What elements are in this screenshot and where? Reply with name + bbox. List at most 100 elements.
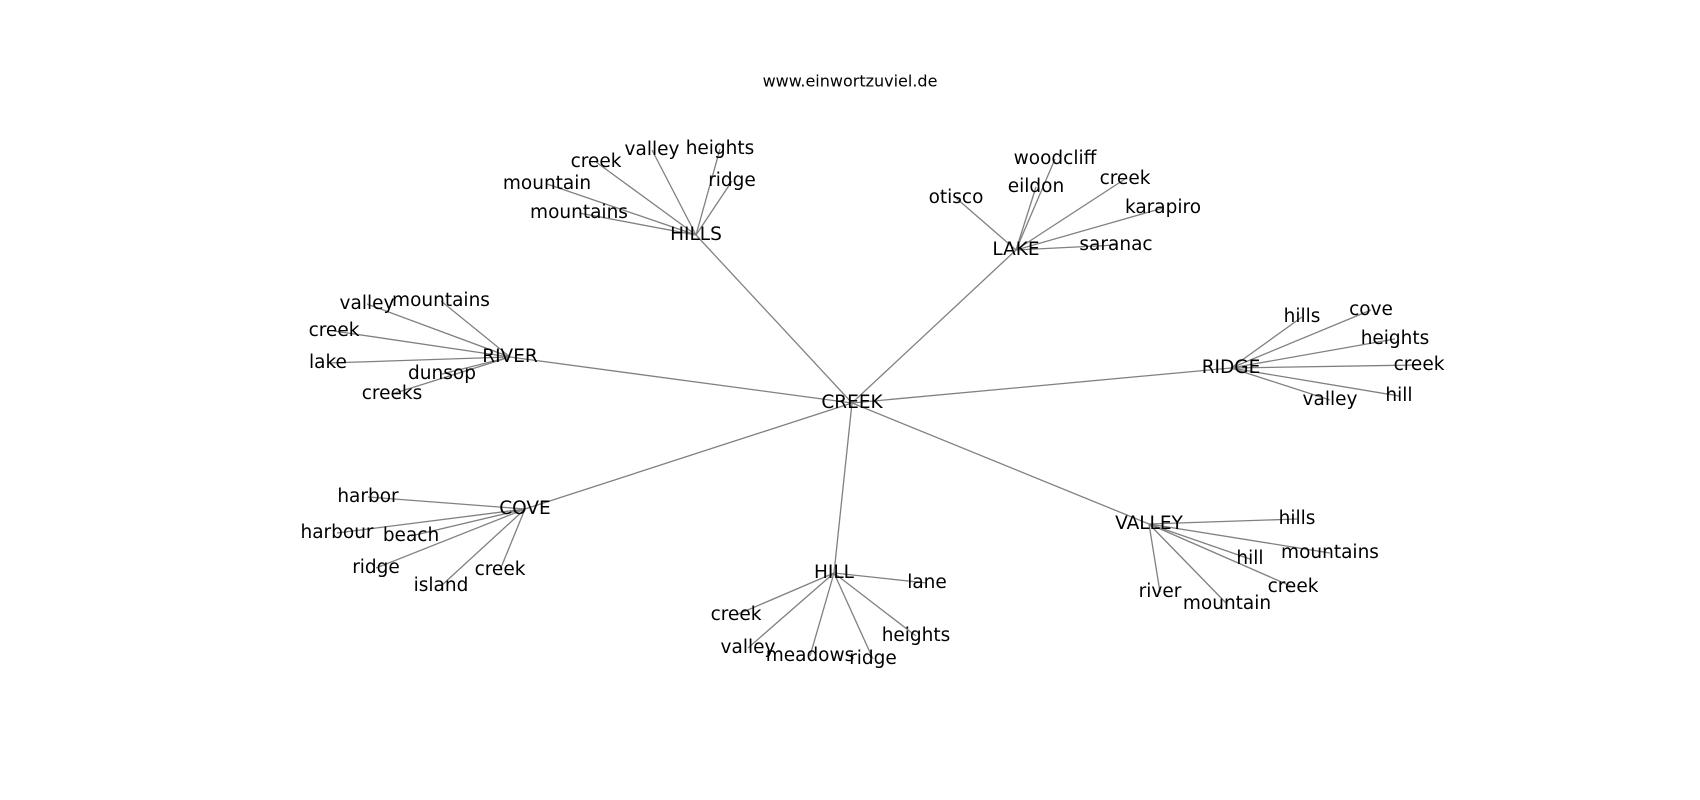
edge-valley-hills xyxy=(1148,518,1298,525)
edge-hills-mountains xyxy=(578,212,697,236)
leaf-node-cove-harbor: harbor xyxy=(337,486,399,507)
edge-hill-valley xyxy=(747,572,835,649)
edge-center-hills xyxy=(695,234,853,404)
leaf-node-hills-mountains: mountains xyxy=(530,202,628,223)
leaf-node-hills-ridge: ridge xyxy=(708,170,756,191)
leaf-node-hill-valley: valley xyxy=(721,637,776,658)
edge-center-ridge xyxy=(851,367,1232,404)
leaf-node-lake-karapiro: karapiro xyxy=(1125,197,1201,218)
leaf-node-hills-creek: creek xyxy=(571,151,622,172)
edge-hills-heights xyxy=(695,148,721,236)
leaf-node-hills-heights: heights xyxy=(686,138,755,159)
edge-valley-mountain xyxy=(1148,523,1228,605)
leaf-node-hill-lane: lane xyxy=(907,572,947,593)
hub-node-ridge: RIDGE xyxy=(1202,357,1261,378)
leaf-node-lake-saranac: saranac xyxy=(1079,234,1152,255)
leaf-node-lake-creek: creek xyxy=(1100,168,1151,189)
leaf-node-lake-woodcliff: woodcliff xyxy=(1014,148,1098,169)
edge-center-river xyxy=(509,356,853,404)
hub-node-hill: HILL xyxy=(814,562,855,583)
edge-lake-woodcliff xyxy=(1015,158,1056,251)
site-watermark: www.einwortzuviel.de xyxy=(763,72,938,91)
leaf-node-lake-otisco: otisco xyxy=(929,187,984,208)
edge-lake-otisco xyxy=(955,197,1017,251)
edge-lake-saranac xyxy=(1015,244,1117,251)
edge-hill-creek xyxy=(735,572,835,616)
edge-ridge-valley xyxy=(1230,367,1331,401)
edge-cove-creek xyxy=(499,508,526,571)
edge-center-lake xyxy=(851,249,1017,404)
edge-center-valley xyxy=(851,402,1150,525)
edge-ridge-hills xyxy=(1230,316,1303,369)
edge-hills-ridge xyxy=(695,180,733,236)
edge-cove-harbour xyxy=(336,508,526,534)
edge-valley-hill xyxy=(1148,523,1251,560)
leaf-node-ridge-creek: creek xyxy=(1394,354,1445,375)
edge-hill-ridge xyxy=(833,572,874,660)
leaf-node-cove-harbour: harbour xyxy=(300,522,373,543)
leaf-node-ridge-valley: valley xyxy=(1303,389,1358,410)
leaf-node-valley-hill: hill xyxy=(1236,548,1263,569)
leaf-node-valley-river: river xyxy=(1139,581,1182,602)
leaf-node-river-mountains: mountains xyxy=(392,290,490,311)
edge-layer xyxy=(327,148,1420,660)
edge-lake-karapiro xyxy=(1015,207,1164,251)
edge-hills-creek xyxy=(595,161,697,236)
leaf-node-valley-creek: creek xyxy=(1268,576,1319,597)
center-node: CREEK xyxy=(821,392,883,413)
edge-river-creek xyxy=(333,330,511,358)
leaf-node-cove-creek: creek xyxy=(475,559,526,580)
edge-cove-harbor xyxy=(367,496,526,510)
edge-hills-valley xyxy=(651,149,697,236)
edge-lake-creek xyxy=(1015,178,1126,251)
edge-valley-river xyxy=(1148,523,1161,593)
edge-valley-mountains xyxy=(1148,523,1331,554)
hub-node-hills: HILLS xyxy=(670,224,722,245)
edge-valley-creek xyxy=(1148,523,1294,588)
leaf-node-river-dunsop: dunsop xyxy=(408,363,476,384)
edge-river-valley xyxy=(366,303,511,358)
edge-hill-heights xyxy=(833,572,917,637)
leaf-node-cove-ridge: ridge xyxy=(352,557,400,578)
edge-lake-eildon xyxy=(1015,186,1037,251)
edge-hills-mountain xyxy=(546,183,697,236)
leaf-node-ridge-hill: hill xyxy=(1385,385,1412,406)
edge-center-hill xyxy=(833,402,853,574)
edge-river-lake xyxy=(327,356,511,364)
edge-river-mountains xyxy=(440,300,511,358)
leaf-node-ridge-hills: hills xyxy=(1284,306,1321,327)
leaf-node-hills-valley: valley xyxy=(625,139,680,160)
leaf-node-valley-mountains: mountains xyxy=(1281,542,1379,563)
hub-node-valley: VALLEY xyxy=(1115,513,1183,534)
edge-ridge-cove xyxy=(1230,309,1372,369)
edge-cove-beach xyxy=(410,508,526,537)
leaf-node-ridge-heights: heights xyxy=(1361,328,1430,349)
leaf-node-valley-mountain: mountain xyxy=(1183,593,1271,614)
edge-ridge-hill xyxy=(1230,367,1400,397)
hub-node-river: RIVER xyxy=(482,346,538,367)
leaf-node-lake-eildon: eildon xyxy=(1008,176,1064,197)
leaf-node-hill-heights: heights xyxy=(882,625,951,646)
edge-center-cove xyxy=(524,402,853,510)
leaf-node-river-creek: creek xyxy=(309,320,360,341)
leaf-node-hill-ridge: ridge xyxy=(849,648,897,669)
edge-hill-lane xyxy=(833,572,928,584)
leaf-node-valley-hills: hills xyxy=(1279,508,1316,529)
leaf-node-river-lake: lake xyxy=(309,352,347,373)
edge-river-dunsop xyxy=(441,356,511,375)
edge-hill-meadows xyxy=(809,572,835,657)
leaf-node-river-creeks: creeks xyxy=(362,383,423,404)
edge-river-creeks xyxy=(391,356,511,395)
leaf-node-ridge-cove: cove xyxy=(1349,299,1393,320)
hub-node-cove: COVE xyxy=(499,498,551,519)
edge-ridge-creek xyxy=(1230,364,1420,369)
edge-cove-island xyxy=(440,508,526,587)
leaf-node-cove-island: island xyxy=(414,575,469,596)
leaf-node-cove-beach: beach xyxy=(383,525,439,546)
leaf-node-hill-meadows: meadows xyxy=(766,645,855,666)
leaf-node-hill-creek: creek xyxy=(711,604,762,625)
leaf-node-hills-mountain: mountain xyxy=(503,173,591,194)
